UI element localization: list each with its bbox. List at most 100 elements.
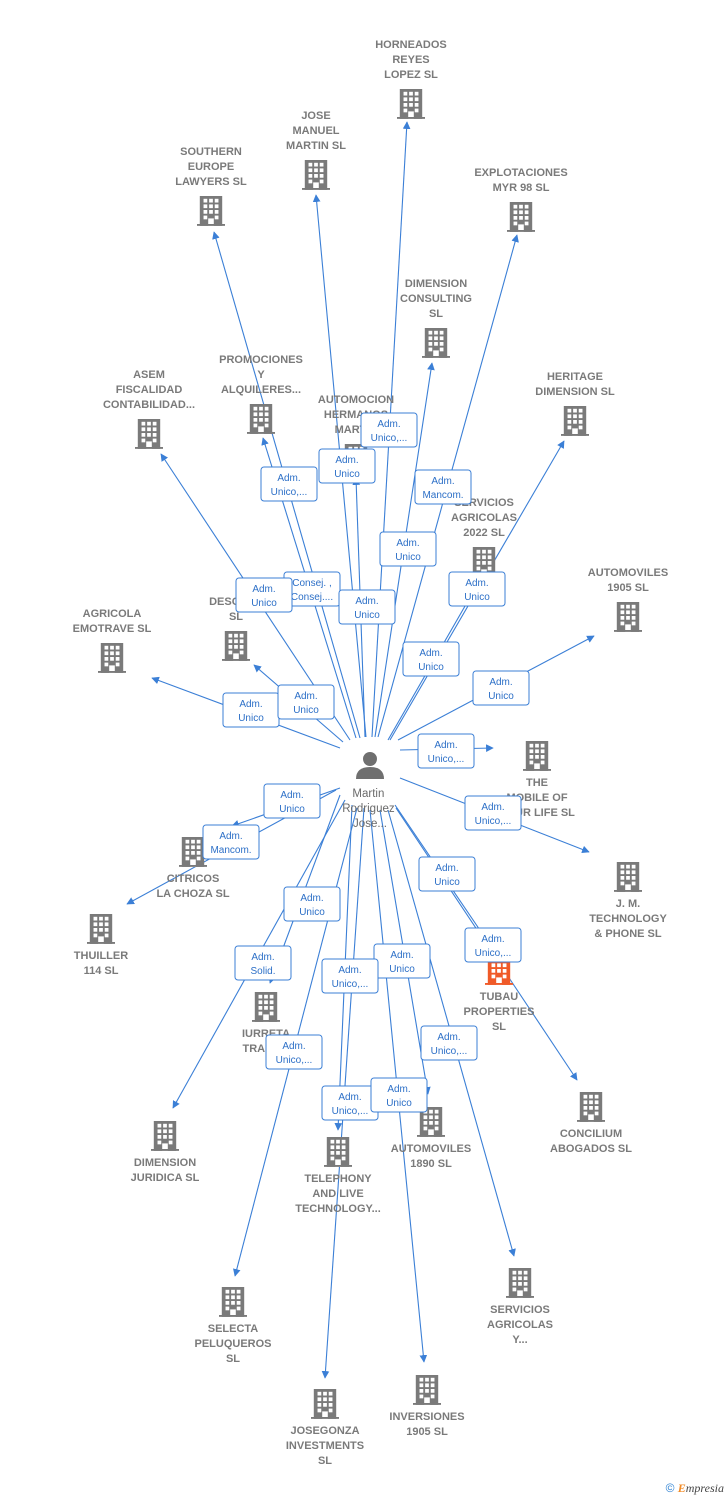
company-label-line: JURIDICA SL <box>131 1172 200 1184</box>
role-text: Adm.Unico,... <box>371 419 408 444</box>
role-text: Adm.Unico <box>389 950 415 975</box>
role-label-r4[interactable]: Adm.Mancom. <box>414 469 472 505</box>
building-icon <box>135 419 163 449</box>
role-label-r11[interactable]: Adm.Unico <box>472 670 530 706</box>
role-label-r18[interactable]: Adm.Unico <box>418 856 476 892</box>
role-label-r9[interactable]: Adm. Unico <box>338 589 396 625</box>
role-label-r8[interactable]: Adm.Unico <box>235 577 293 613</box>
company-label-line: EMOTRAVE SL <box>73 623 152 635</box>
company-label-line: TECHNOLOGY <box>589 913 667 925</box>
role-label-r24[interactable]: Adm.Unico,... <box>420 1025 478 1061</box>
role-label-r2[interactable]: Adm.Unico <box>318 448 376 484</box>
role-label-r22[interactable]: Adm.Unico,... <box>321 958 379 994</box>
role-text-line: Adm. <box>252 584 275 595</box>
company-label-line: LAWYERS SL <box>175 176 247 188</box>
building-icon <box>219 1287 247 1317</box>
building-icon <box>413 1375 441 1405</box>
role-label-r5[interactable]: Adm.Unico <box>379 531 437 567</box>
role-label-r14[interactable]: Adm.Unico,... <box>417 733 475 769</box>
company-label-line: 114 SL <box>84 965 119 977</box>
company-label-line: 2022 SL <box>463 527 505 539</box>
person-icon <box>356 752 384 779</box>
company-label-line: THE <box>526 777 548 789</box>
role-label-r13[interactable]: Adm.Unico <box>277 684 335 720</box>
role-box-frame <box>235 577 293 613</box>
company-label-line: INVERSIONES <box>389 1411 464 1423</box>
role-box-frame <box>277 684 335 720</box>
role-text: Adm.Unico <box>386 1084 412 1109</box>
role-label-r21[interactable]: Adm.Unico <box>373 943 431 979</box>
role-text-line: Unico <box>299 907 325 918</box>
company-label-line: 1905 SL <box>406 1426 448 1438</box>
role-box-frame <box>420 1025 478 1061</box>
company-label-line: J. M. <box>616 898 640 910</box>
building-icon <box>197 196 225 226</box>
role-label-r19[interactable]: Adm. Unico <box>283 886 341 922</box>
company-label-line: ALQUILERES... <box>221 384 301 396</box>
role-label-r23[interactable]: Adm.Unico,... <box>265 1034 323 1070</box>
role-text-line: Unico,... <box>276 1055 313 1066</box>
company-node-jm-tech[interactable]: J. M.TECHNOLOGY& PHONE SL <box>589 862 667 940</box>
role-label-r17[interactable]: Adm.Mancom. <box>202 824 260 860</box>
role-text-line: Adm. <box>280 790 303 801</box>
role-text-line: Unico,... <box>332 979 369 990</box>
role-box-frame <box>202 824 260 860</box>
company-label-line: EXPLOTACIONES <box>474 167 567 179</box>
role-label-r12[interactable]: Adm.Unico <box>222 692 280 728</box>
role-label-r15[interactable]: Adm.Unico,... <box>464 795 522 831</box>
company-label-line: INVESTMENTS <box>286 1440 364 1452</box>
company-node-inversiones[interactable]: INVERSIONES 1905 SL <box>389 1375 465 1438</box>
role-label-r3[interactable]: Adm.Unico,... <box>260 466 318 502</box>
role-label-r25[interactable]: Adm.Unico,... <box>321 1085 379 1121</box>
role-label-r10[interactable]: Adm.Unico <box>402 641 460 677</box>
role-text: Adm.Unico,... <box>271 473 308 498</box>
role-text-line: Unico,... <box>428 754 465 765</box>
company-label-line: CONCILIUM <box>560 1128 622 1140</box>
company-label-line: LOPEZ SL <box>384 69 438 81</box>
role-text-line: Unico <box>354 610 380 621</box>
company-label-line: LA CHOZA SL <box>156 888 229 900</box>
role-label-r1[interactable]: Adm.Unico,... <box>360 412 418 448</box>
role-label-r27[interactable]: Adm.Unico,... <box>464 927 522 963</box>
role-label-r6[interactable]: Adm.Unico <box>448 571 506 607</box>
role-label-r20[interactable]: Adm.Solid. <box>234 945 292 981</box>
company-label-line: Y... <box>512 1334 527 1346</box>
footer-brand[interactable]: © Empresia <box>666 1481 724 1496</box>
role-text: Adm.Mancom. <box>210 831 251 856</box>
role-text-line: Consej. , <box>292 578 331 589</box>
role-text-line: Adm. <box>300 893 323 904</box>
role-label-r16[interactable]: Adm.Unico <box>263 783 321 819</box>
company-label-line: MOBILE OF <box>506 792 567 804</box>
role-label-r26[interactable]: Adm.Unico <box>370 1077 428 1113</box>
person-node[interactable]: Martin Rodriguez Jose... <box>342 752 398 830</box>
role-text-line: Adm. <box>355 596 378 607</box>
role-text-line: Adm. <box>338 1092 361 1103</box>
building-icon <box>561 406 589 436</box>
